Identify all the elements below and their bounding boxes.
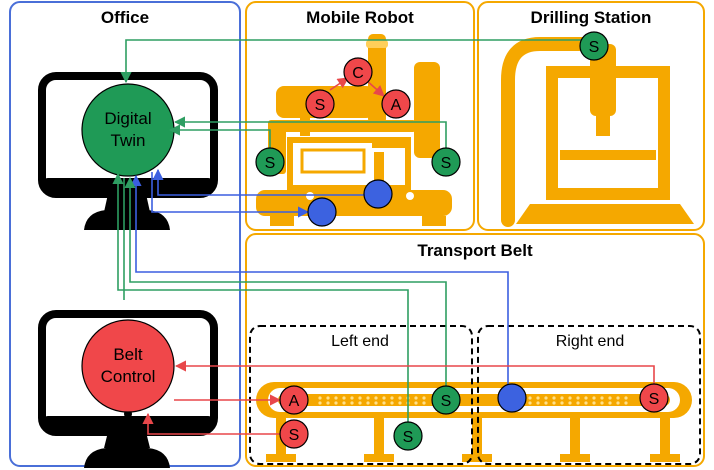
left-end-label: Left end <box>331 333 389 350</box>
svg-text:S: S <box>441 393 452 410</box>
belt-actuator-node: A <box>279 385 309 415</box>
left-end-region <box>249 325 473 465</box>
belt-bottom-red-sensor-node: S <box>279 419 309 449</box>
digital-twin-monitor: Digital Twin <box>38 72 218 230</box>
svg-text:A: A <box>289 393 300 410</box>
belt-bottom-green-sensor-node: S <box>393 421 423 451</box>
belt-right-sensor-node: S <box>639 383 669 413</box>
svg-text:S: S <box>403 429 414 446</box>
svg-text:S: S <box>649 391 660 408</box>
robot-actuator-node: A <box>381 89 411 119</box>
mobile-robot-title: Mobile Robot <box>306 8 414 27</box>
belt-left-sensor-node: S <box>431 385 461 415</box>
robot-position-node-upper <box>363 179 393 209</box>
office-title: Office <box>101 8 149 27</box>
svg-text:S: S <box>441 155 452 172</box>
right-end-label: Right end <box>556 333 625 350</box>
mobile-robot-frame <box>245 1 475 231</box>
connections <box>112 39 655 435</box>
robot-controller-node: C <box>343 57 373 87</box>
drilling-station-frame <box>477 1 705 231</box>
svg-text:A: A <box>391 97 402 114</box>
nodes: S C S A S S A <box>255 31 669 451</box>
svg-text:S: S <box>265 155 276 172</box>
svg-text:S: S <box>315 97 326 114</box>
belt-rollers <box>318 396 628 405</box>
digital-twin-label-line2: Twin <box>111 131 146 150</box>
robot-internal-sensor-node: S <box>305 89 335 119</box>
transport-belt-illustration <box>256 382 692 462</box>
svg-text:S: S <box>589 39 600 56</box>
svg-text:C: C <box>352 65 364 82</box>
drilling-station-illustration <box>501 37 694 227</box>
digital-twin-label-line1: Digital <box>104 109 151 128</box>
drilling-station-title: Drilling Station <box>531 8 652 27</box>
robot-left-sensor-node: S <box>255 147 285 177</box>
right-end-region <box>477 325 701 465</box>
transport-belt-frame <box>245 233 705 467</box>
belt-control-monitor: Belt Control <box>38 310 218 468</box>
belt-control-label-line1: Belt <box>113 345 143 364</box>
robot-position-node-lower <box>307 197 337 227</box>
drilling-sensor-node: S <box>579 31 609 61</box>
transport-belt-title: Transport Belt <box>417 241 533 260</box>
svg-text:S: S <box>289 427 300 444</box>
belt-control-label-line2: Control <box>101 367 156 386</box>
belt-position-node <box>497 383 527 413</box>
robot-right-sensor-node: S <box>431 147 461 177</box>
